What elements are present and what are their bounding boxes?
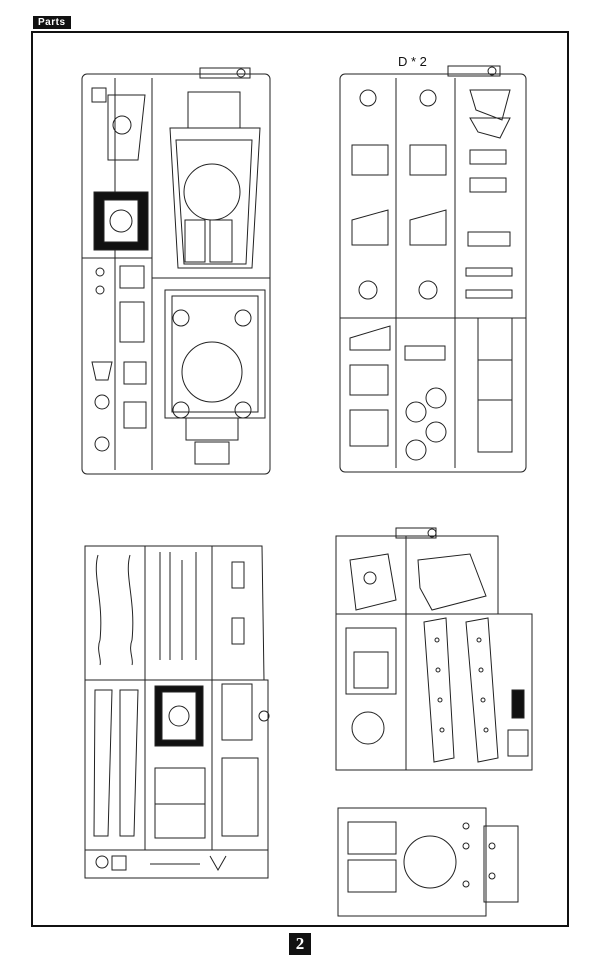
- sprue-bottom-left: [84, 545, 270, 879]
- sprue-top-right: [339, 65, 527, 473]
- sprue-label: D * 2: [398, 54, 427, 69]
- sprue-bottom-right: [335, 527, 533, 771]
- section-tag: Parts: [33, 16, 71, 29]
- page-frame: [31, 31, 569, 927]
- hull-top-plate: [337, 807, 519, 917]
- page-number: 2: [289, 933, 311, 955]
- sprue-top-left: [81, 67, 271, 475]
